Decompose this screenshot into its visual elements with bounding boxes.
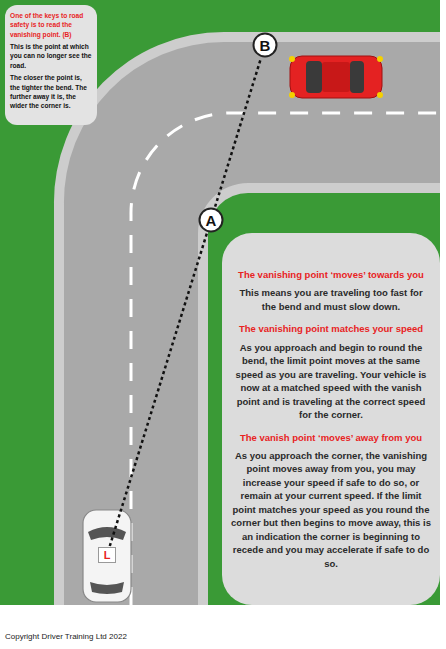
point-circle: B xyxy=(252,32,278,58)
car-body xyxy=(83,510,131,602)
point-letter: A xyxy=(206,213,217,228)
heading-text: The vanishing point ‘moves’ towards you xyxy=(231,268,431,281)
dotted-line xyxy=(110,233,207,546)
car-roof xyxy=(322,62,350,92)
point-circle: A xyxy=(198,207,224,233)
info-callout: One of the keys to road safety is to rea… xyxy=(5,5,97,125)
copyright-note: Copyright Driver Training Ltd 2022 xyxy=(5,632,127,641)
grass xyxy=(0,0,440,605)
red-car xyxy=(289,56,383,98)
circle-shape xyxy=(254,34,277,57)
body-text: This means you are traveling too fast fo… xyxy=(231,286,431,313)
car-light xyxy=(377,56,383,62)
sight-line xyxy=(110,233,207,546)
car-window xyxy=(90,582,124,594)
sight-line xyxy=(215,58,261,206)
point-letter: B xyxy=(260,38,271,53)
car-light xyxy=(289,92,295,98)
learner-car xyxy=(83,510,131,602)
plate-letter: L xyxy=(104,550,111,561)
car-body xyxy=(290,56,382,98)
circle-shape xyxy=(200,209,223,232)
heading-text: The vanishing point matches your speed xyxy=(231,322,431,335)
body-text: The closer the point is, the tighter the… xyxy=(10,73,92,110)
road xyxy=(64,42,440,605)
body-text: As you approach and begin to round the b… xyxy=(231,341,431,422)
learner-plate: L xyxy=(98,547,116,563)
kerb xyxy=(54,32,440,605)
explanation-panel: The vanishing point ‘moves’ towards youT… xyxy=(222,233,440,605)
heading-text: One of the keys to road safety is to rea… xyxy=(10,11,92,39)
body-text: As you approach the corner, the vanishin… xyxy=(231,449,431,570)
car-window xyxy=(306,61,322,93)
car-window xyxy=(88,527,126,540)
car-light xyxy=(289,56,295,62)
dotted-line xyxy=(215,58,261,206)
car-light xyxy=(377,92,383,98)
car-window xyxy=(350,61,364,93)
heading-text: The vanish point ‘moves’ away from you xyxy=(231,431,431,444)
centre-line xyxy=(131,113,440,605)
body-text: This is the point at which you can no lo… xyxy=(10,42,92,70)
